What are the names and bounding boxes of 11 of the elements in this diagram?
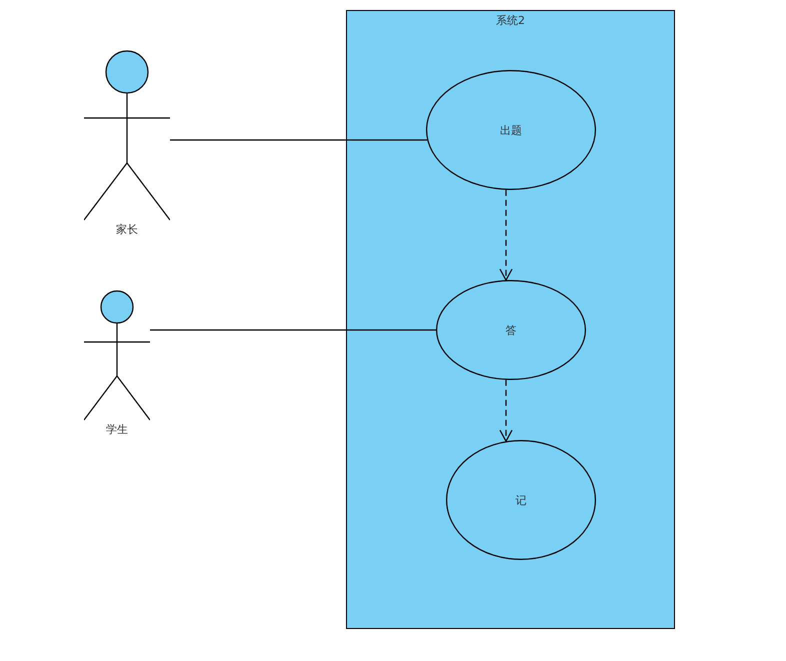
actor-name: 学生 (105, 422, 129, 437)
system-name: 系统2 (496, 14, 525, 27)
association-line (150, 329, 436, 331)
system-boundary (346, 10, 675, 629)
actor-name: 家长 (115, 222, 139, 237)
use-case-label: 记 (516, 492, 526, 508)
dependency-arrow (499, 190, 513, 281)
use-case-label: 答 (506, 322, 516, 338)
use-case-label: 出题 (500, 122, 522, 138)
association-line (170, 139, 428, 141)
dependency-arrow (499, 380, 513, 442)
